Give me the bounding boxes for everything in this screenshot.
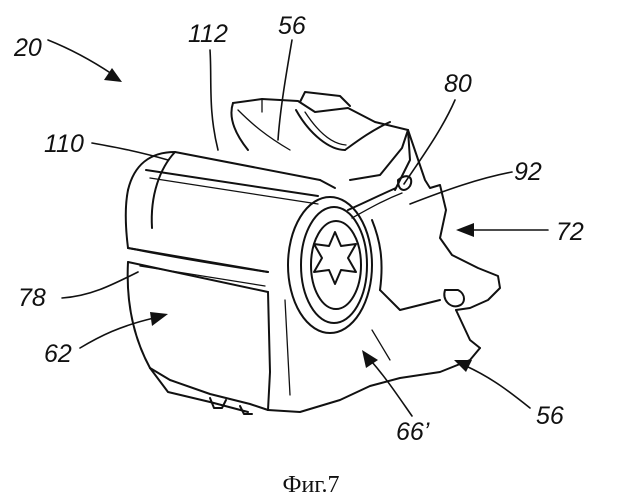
label-112: 112 bbox=[188, 20, 228, 48]
reference-numerals: 20 112 56 80 110 92 72 78 62 66’ 56 bbox=[13, 12, 584, 446]
leader-92 bbox=[410, 172, 512, 204]
label-56-bottom: 56 bbox=[536, 402, 564, 430]
arrow-62 bbox=[80, 318, 154, 348]
arrow-20 bbox=[48, 40, 112, 74]
arrow-56-bottom bbox=[466, 366, 530, 408]
label-110: 110 bbox=[44, 130, 84, 158]
label-66p: 66’ bbox=[396, 418, 430, 446]
figure-caption: Фиг.7 bbox=[283, 472, 340, 498]
leader-112 bbox=[210, 50, 218, 150]
label-20: 20 bbox=[13, 34, 42, 62]
leader-56-top bbox=[278, 40, 292, 140]
cutting-insert-drawing bbox=[126, 92, 500, 414]
leader-lines bbox=[48, 40, 548, 416]
label-78: 78 bbox=[18, 284, 46, 312]
label-56-top: 56 bbox=[278, 12, 306, 40]
arrowhead-72 bbox=[456, 223, 474, 237]
label-72: 72 bbox=[556, 218, 584, 246]
label-92: 92 bbox=[514, 158, 542, 186]
arrow-66p bbox=[372, 362, 412, 416]
leader-78 bbox=[62, 272, 138, 298]
label-62: 62 bbox=[44, 340, 72, 368]
leader-110 bbox=[92, 143, 168, 160]
label-80: 80 bbox=[444, 70, 472, 98]
arrowhead-62 bbox=[150, 312, 168, 326]
